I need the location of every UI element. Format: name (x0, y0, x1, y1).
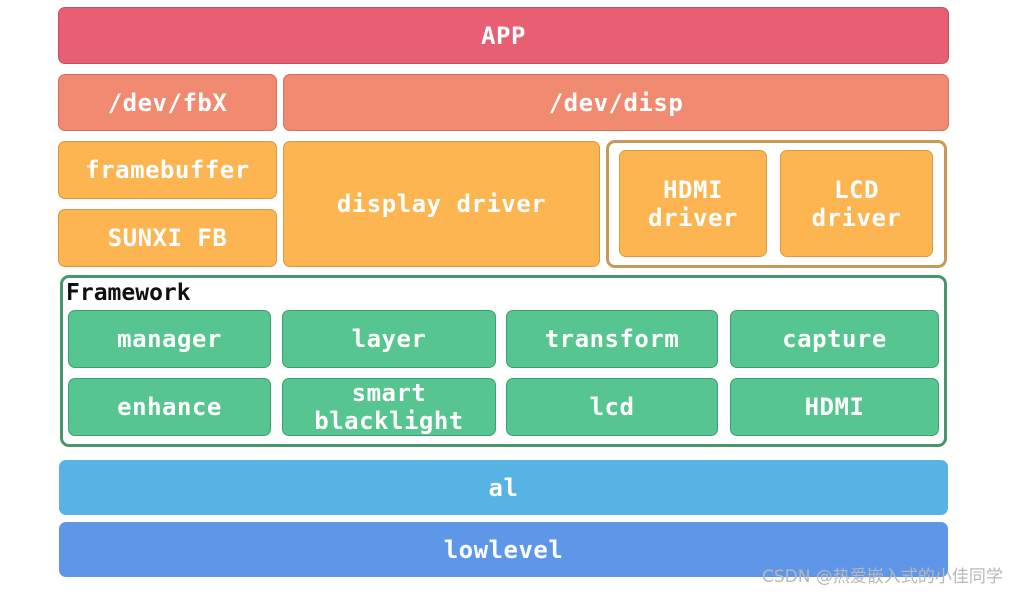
framework-module-smart-blacklight: smart blacklight (282, 378, 496, 436)
framework-module-label: enhance (117, 393, 222, 421)
hdmi-driver-label: HDMI driver (648, 175, 738, 232)
lowlevel-label: lowlevel (443, 535, 564, 564)
al-label: al (488, 473, 519, 502)
dev-fbx-node: /dev/fbX (58, 74, 277, 131)
lcd-driver-label: LCD driver (811, 175, 902, 232)
framework-title: Framework (66, 280, 191, 306)
framework-module-label: HDMI (804, 393, 865, 421)
framework-module-label: manager (117, 325, 222, 353)
framebuffer-node: framebuffer (58, 141, 277, 199)
sunxi-fb-label: SUNXI FB (107, 224, 228, 252)
lowlevel-layer: lowlevel (59, 522, 948, 577)
framework-module-label: lcd (589, 393, 635, 421)
framework-module-capture: capture (730, 310, 939, 368)
app-layer: APP (58, 7, 949, 64)
watermark-text: CSDN @热爱嵌入式的小佳同学 (762, 567, 1003, 587)
dev-disp-node: /dev/disp (283, 74, 949, 131)
sunxi-fb-node: SUNXI FB (58, 209, 277, 267)
dev-fbx-label: /dev/fbX (107, 88, 228, 117)
dev-disp-label: /dev/disp (548, 88, 684, 117)
framework-module-label: transform (544, 325, 680, 353)
app-label: APP (481, 21, 526, 50)
framework-module-transform: transform (506, 310, 718, 368)
framebuffer-label: framebuffer (85, 156, 250, 184)
framework-module-label: layer (351, 325, 427, 353)
framework-module-manager: manager (68, 310, 271, 368)
lcd-driver-node: LCD driver (780, 150, 933, 257)
framework-module-label: smart blacklight (314, 379, 464, 435)
framework-module-label: capture (782, 325, 887, 353)
hdmi-driver-node: HDMI driver (619, 150, 767, 257)
framework-module-hdmi: HDMI (730, 378, 939, 436)
al-layer: al (59, 460, 948, 515)
framework-module-layer: layer (282, 310, 496, 368)
framework-module-lcd: lcd (506, 378, 718, 436)
framework-module-enhance: enhance (68, 378, 271, 436)
display-driver-label: display driver (336, 190, 547, 218)
display-driver-node: display driver (283, 141, 600, 267)
